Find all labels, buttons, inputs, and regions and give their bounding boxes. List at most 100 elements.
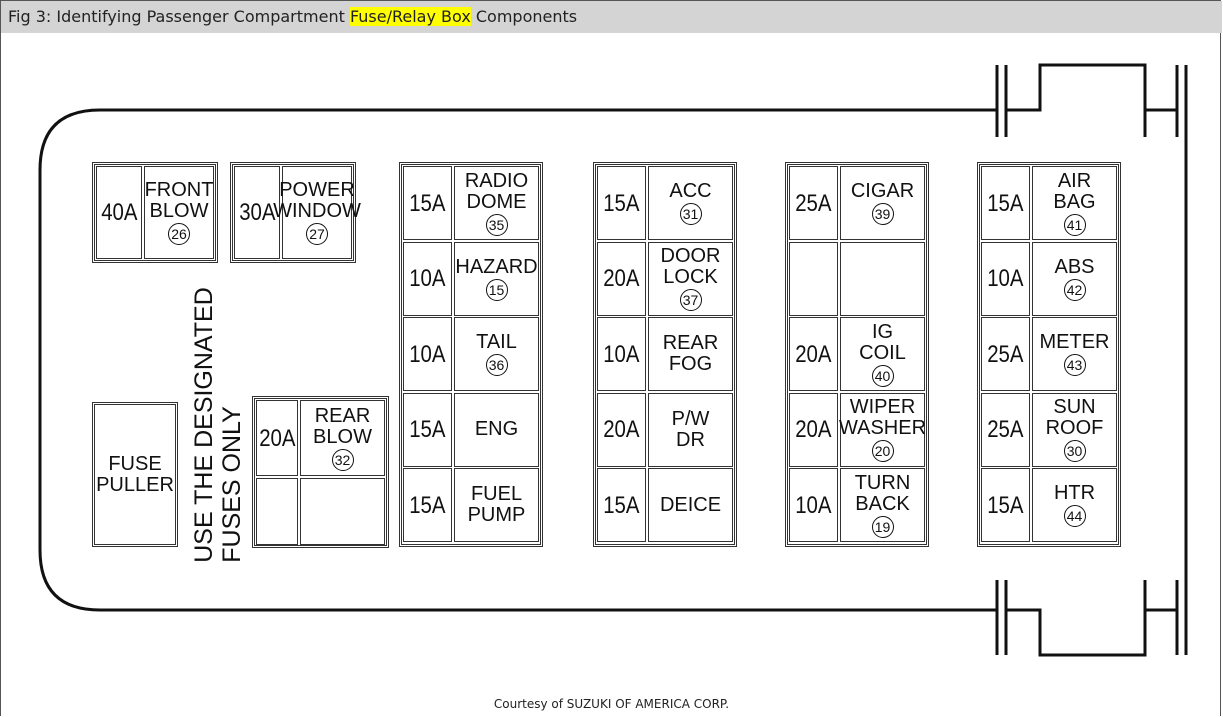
title-text-end: Components bbox=[470, 7, 578, 26]
courtesy-caption: Courtesy of SUZUKI OF AMERICA CORP. bbox=[493, 697, 730, 711]
fuse-label: FOG bbox=[668, 353, 713, 376]
fuse-label: BACK bbox=[855, 492, 910, 515]
fuse-amperage: 15A bbox=[409, 491, 446, 519]
fuse-amp-cell: 10A bbox=[597, 317, 646, 392]
fuse-amperage: 10A bbox=[795, 491, 832, 519]
fuse-amp-cell: 15A bbox=[981, 468, 1030, 543]
figure-title: Fig 3: Identifying Passenger Compartment… bbox=[1, 1, 1222, 33]
empty-slot bbox=[256, 478, 298, 545]
fuse-number-circle: 32 bbox=[331, 448, 354, 471]
fuse-amperage: 20A bbox=[603, 265, 640, 293]
fuse-label: DR bbox=[676, 428, 705, 451]
fuse-label: HTR bbox=[1053, 482, 1096, 505]
fuse-amp-cell: 20A bbox=[597, 241, 646, 316]
fuse-amperage: 10A bbox=[987, 265, 1024, 293]
fuse-amp-cell: 15A bbox=[597, 166, 646, 240]
fuse-amp-cell: 20A bbox=[597, 392, 646, 467]
fuse-amperage: 20A bbox=[603, 416, 640, 444]
fuse-label: REAR bbox=[662, 332, 719, 355]
fuse-number-circle: 39 bbox=[871, 203, 894, 225]
fuse-amperage: 30A bbox=[238, 199, 276, 226]
fuse-label: TURN bbox=[854, 471, 911, 494]
fuse-label: WASHER bbox=[838, 417, 927, 440]
fuse-label: SUN bbox=[1053, 396, 1096, 419]
fuse-label: TAIL bbox=[476, 331, 517, 354]
fuse-label: DEICE bbox=[659, 493, 722, 516]
fuse-number-circle: 26 bbox=[168, 223, 190, 245]
fuse-amperage: 15A bbox=[603, 189, 640, 217]
empty-slot bbox=[300, 478, 385, 545]
fuse-number-circle: 30 bbox=[1063, 440, 1086, 463]
fuse-label: METER bbox=[1039, 331, 1110, 354]
fuse-number-circle: 42 bbox=[1063, 278, 1086, 301]
fuse-amp-cell: 15A bbox=[403, 468, 452, 543]
fuse-number-circle: 37 bbox=[679, 289, 702, 312]
fuse-label: ROOF bbox=[1045, 417, 1104, 440]
fuse-amp-cell bbox=[789, 241, 838, 316]
fuse-amperage: 10A bbox=[409, 265, 446, 293]
warning-line: FUSES ONLY bbox=[218, 406, 246, 563]
fuse-name-cell: ENG bbox=[454, 392, 539, 467]
fuse-amp-cell: 25A bbox=[981, 392, 1030, 467]
fuse-amp-cell: 40A bbox=[96, 166, 142, 259]
fuse-puller-label: PULLER bbox=[96, 473, 174, 496]
fuse-number-circle: 35 bbox=[485, 213, 508, 236]
fuse-amp-cell: 25A bbox=[981, 317, 1030, 392]
fuse-number-circle: 41 bbox=[1063, 213, 1086, 236]
fuse-amperage: 15A bbox=[409, 189, 446, 217]
fuse-puller-label: FUSE bbox=[108, 452, 162, 475]
fuse-label: PUMP bbox=[467, 504, 526, 527]
fuse-label: AIR bbox=[1057, 169, 1092, 192]
fuse-amp-cell: 20A bbox=[256, 400, 298, 476]
fuse-number-circle: 43 bbox=[1063, 354, 1086, 377]
fuse-label: REAR bbox=[314, 404, 371, 427]
fuse-amp-cell: 15A bbox=[981, 166, 1030, 240]
fuse-name-cell bbox=[840, 241, 925, 316]
fuse-label: BLOW bbox=[149, 200, 209, 222]
fuse-amperage: 20A bbox=[258, 424, 296, 452]
fuse-number-circle: 27 bbox=[306, 223, 328, 245]
fuse-label: ABS bbox=[1054, 255, 1095, 278]
fuse-label: WINDOW bbox=[273, 200, 361, 222]
fuse-amp-cell: 15A bbox=[597, 468, 646, 543]
fuse-label: IG bbox=[871, 320, 894, 343]
fuse-name-cell: DEICE bbox=[648, 468, 733, 543]
fuse-number-circle: 15 bbox=[485, 278, 508, 301]
warning-line: USE THE DESIGNATED bbox=[190, 287, 218, 563]
fuse-label: FRONT bbox=[144, 179, 214, 201]
fuse-label: COIL bbox=[859, 341, 906, 364]
fuse-number-circle: 44 bbox=[1063, 505, 1086, 528]
fuse-amperage: 25A bbox=[987, 416, 1024, 444]
fuse-label: ENG bbox=[474, 418, 519, 441]
fuse-label: BAG bbox=[1053, 190, 1096, 213]
fuse-amperage: 15A bbox=[603, 491, 640, 519]
fuse-number-circle: 31 bbox=[679, 203, 702, 225]
fuse-amp-cell: 10A bbox=[981, 241, 1030, 316]
fuse-amp-cell: 30A bbox=[234, 166, 280, 259]
fuse-number-circle: 36 bbox=[485, 354, 508, 377]
fuse-label: POWER bbox=[279, 179, 355, 201]
